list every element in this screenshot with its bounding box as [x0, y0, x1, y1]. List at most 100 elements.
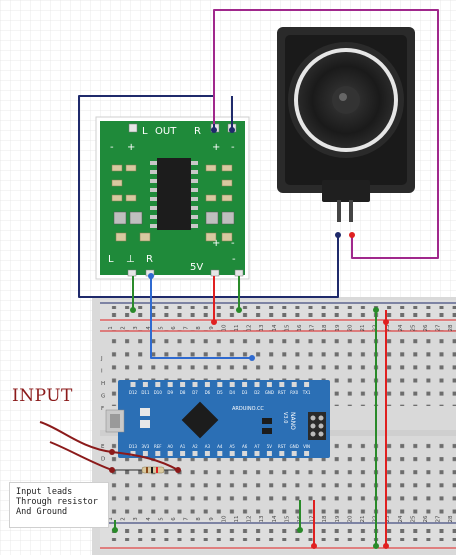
amp-label-bottom-gnd: ⊥ [126, 254, 135, 265]
nano-bottom-pin [242, 451, 248, 456]
bb-col-bottom-26: 26 [423, 515, 429, 522]
bb-col-bottom-8: 8 [196, 517, 202, 521]
nano-top-pin-label: RX0 [290, 390, 299, 395]
nano-top-pin-label: D12 [129, 390, 138, 395]
nano-top-pin [242, 382, 248, 387]
wire-end-dot [311, 543, 317, 549]
amp-label-5v: 5V [190, 262, 203, 273]
bb-col-top-4: 4 [146, 326, 152, 330]
nano-bottom-pin [192, 451, 198, 456]
nano-top-pin-label: D6 [205, 390, 211, 395]
bb-row-G: G [101, 394, 105, 400]
nano-bottom-pin [291, 451, 297, 456]
bb-row-F: F [101, 406, 104, 412]
bb-col-bottom-12: 12 [247, 516, 253, 523]
bb-col-top-26: 26 [423, 324, 429, 331]
resistor [141, 466, 165, 474]
bb-col-top-27: 27 [436, 324, 442, 331]
amp-label-l: L [142, 126, 148, 137]
breadboard-labels: 1122334455667788991010111112121313141415… [100, 324, 454, 522]
bb-col-top-14: 14 [272, 324, 278, 331]
bb-col-bottom-21: 21 [360, 516, 366, 523]
nano-bottom-pin-label: A1 [180, 444, 186, 449]
wire-end-dot [249, 355, 255, 361]
nano-bottom-pin [204, 451, 210, 456]
nano-bottom-pin [266, 451, 272, 456]
nano-top-pin-label: D8 [180, 390, 186, 395]
nano-bottom-pin [254, 451, 260, 456]
nano-bottom-pin-label: A2 [192, 444, 198, 449]
bb-col-bottom-6: 6 [171, 517, 177, 521]
nano-top-pin [142, 382, 148, 387]
wire-end-dot [109, 449, 115, 455]
nano-top-pin [130, 382, 136, 387]
wire-end-dot [112, 527, 118, 533]
nano-top-pin [217, 382, 223, 387]
nano-top-pin-label: D5 [217, 390, 223, 395]
bb-col-bottom-7: 7 [184, 517, 190, 521]
wire-end-dot [175, 467, 181, 473]
bb-col-top-2: 2 [121, 326, 127, 330]
bb-col-bottom-14: 14 [272, 515, 278, 522]
bb-row-D: D [101, 457, 105, 463]
bb-col-bottom-5: 5 [158, 517, 164, 521]
nano-top-pin [254, 382, 260, 387]
bb-col-top-15: 15 [284, 324, 290, 331]
amp-label-minus-right: - [231, 142, 235, 153]
amp-label-plus-left: + [127, 142, 135, 153]
bb-col-top-13: 13 [259, 324, 265, 331]
wire-end-dot [373, 543, 379, 549]
wire-end-dot [373, 307, 379, 313]
nano-bottom-pin [304, 451, 310, 456]
bb-col-bottom-17: 17 [310, 515, 316, 522]
nano-bottom-pin-label: A6 [242, 444, 248, 449]
nano-bottom-pin [180, 451, 186, 456]
nano-top-pin [279, 382, 285, 387]
wires [39, 9, 439, 546]
amplifier-module: L OUT R + - + - + - L ⊥ R 5V - [95, 116, 250, 280]
nano-brand: ARDUINO.CC [232, 406, 264, 412]
bb-col-top-7: 7 [184, 326, 190, 330]
nano-bottom-pin [217, 451, 223, 456]
note-line-1: Input leads [16, 487, 73, 497]
bb-col-bottom-18: 18 [322, 515, 328, 522]
nano-top-pin [167, 382, 173, 387]
bb-col-bottom-20: 20 [347, 515, 353, 522]
bb-col-bottom-10: 10 [221, 515, 227, 522]
wire-end-dot [236, 307, 242, 313]
bb-col-top-19: 19 [335, 324, 341, 331]
nano-top-pin [304, 382, 310, 387]
nano-bottom-pin-label: GND [290, 444, 299, 449]
bb-col-top-17: 17 [310, 324, 316, 331]
bb-col-top-24: 24 [398, 324, 404, 331]
amp-label-plus-bottom: + [212, 238, 220, 249]
nano-bottom-pin-label: VIN [303, 444, 310, 449]
amp-label-bottom-l: L [108, 254, 114, 265]
bb-col-bottom-13: 13 [259, 515, 265, 522]
bb-row-H: H [101, 381, 105, 387]
wire-end-dot [148, 273, 154, 279]
nano-bottom-pin-label: A7 [254, 444, 260, 449]
amp-label-minus-5v: - [232, 254, 236, 265]
bb-col-bottom-15: 15 [284, 515, 290, 522]
wire-end-dot [109, 467, 115, 473]
bb-col-top-3: 3 [133, 326, 139, 330]
nano-bottom-pin [229, 451, 235, 456]
nano-top-pin-label: GND [265, 390, 274, 395]
bb-col-top-16: 16 [297, 324, 303, 331]
bb-col-bottom-27: 27 [436, 515, 442, 522]
wire-end-dot [229, 127, 235, 133]
speaker [277, 27, 415, 222]
nano-bottom-pin-label: A3 [205, 444, 211, 449]
bb-col-top-1: 1 [108, 326, 114, 330]
wire-end-dot [297, 527, 303, 533]
wire-endpoints [109, 127, 389, 549]
bb-row-J: J [100, 356, 103, 362]
nano-bottom-pin [130, 451, 136, 456]
bb-row-I: I [101, 369, 103, 375]
nano-bottom-pin-label: A4 [217, 444, 223, 449]
bb-col-bottom-28: 28 [448, 515, 454, 522]
nano-top-pin-label: TX1 [302, 390, 311, 395]
